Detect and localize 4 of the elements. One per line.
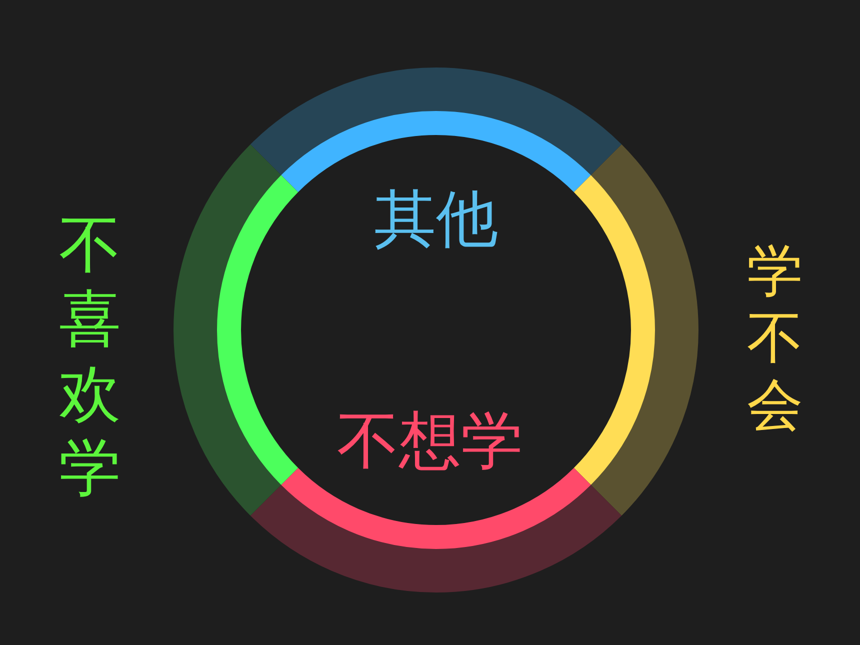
segment-label: 学不会 [747, 240, 803, 440]
segment-label: 不想学 [337, 408, 523, 476]
segment-label: 不喜欢学 [59, 211, 121, 506]
segment-label: 其他 [374, 186, 498, 254]
